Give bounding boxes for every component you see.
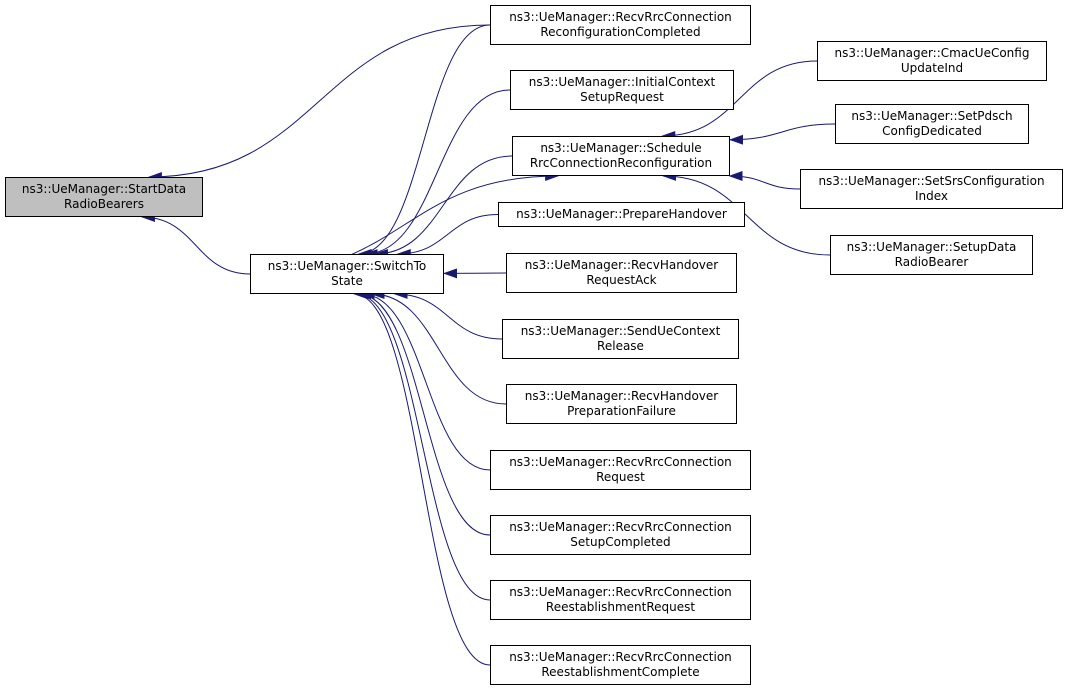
node-label-line: ns3::UeManager::RecvRrcConnection xyxy=(509,650,732,664)
node-label-line: ns3::UeManager::RecvRrcConnection xyxy=(509,10,732,24)
node-label-line: ns3::UeManager::RecvHandover xyxy=(524,389,719,403)
node-label-line: ns3::UeManager::StartData xyxy=(21,182,187,196)
edge-schedule_rrc_connection_reconfiguration-to-switch_to_state xyxy=(373,155,513,259)
node-send-ue-context-release[interactable]: ns3::UeManager::SendUeContext Release xyxy=(502,319,739,359)
edge-recv_rrc_connection_reconfiguration_completed-to-start_data_radio_bearers xyxy=(147,24,491,182)
node-setup-data-radio-bearer[interactable]: ns3::UeManager::SetupData RadioBearer xyxy=(830,235,1033,275)
node-schedule-rrc-connection-reconfiguration[interactable]: ns3::UeManager::Schedule RrcConnectionRe… xyxy=(512,136,730,176)
edge-send_ue_context_release-to-switch_to_state xyxy=(393,289,503,340)
node-label-line: ReestablishmentRequest xyxy=(545,600,696,614)
edge-recv_rrc_connection_reestablishment_request-to-switch_to_state xyxy=(354,289,491,601)
edge-initial_context_setup_request-to-switch_to_state xyxy=(363,89,511,259)
node-label-line: ns3::UeManager::SwitchTo xyxy=(267,259,427,273)
node-recv-rrc-connection-setup-completed[interactable]: ns3::UeManager::RecvRrcConnection SetupC… xyxy=(490,515,751,555)
node-cmac-ue-config-update-ind[interactable]: ns3::UeManager::CmacUeConfig UpdateInd xyxy=(817,41,1047,81)
node-label-line: ReconfigurationCompleted xyxy=(540,25,701,39)
edge-recv_rrc_connection_request-to-switch_to_state xyxy=(360,289,491,471)
node-label-line: SetupRequest xyxy=(580,90,664,104)
node-label-line: ns3::UeManager::SetupData xyxy=(846,240,1017,254)
node-recv-rrc-connection-reconfiguration-completed[interactable]: ns3::UeManager::RecvRrcConnection Reconf… xyxy=(490,5,751,45)
edge-cmac_ue_config_update_ind-to-schedule_rrc_connection_reconfiguration xyxy=(661,60,818,141)
node-label-line: ns3::UeManager::Schedule xyxy=(540,141,702,155)
node-label-line: ns3::UeManager::RecvHandover xyxy=(524,258,719,272)
edge-setup_data_radio_bearer-to-schedule_rrc_connection_reconfiguration xyxy=(662,171,831,256)
node-label-line: ns3::UeManager::InitialContext xyxy=(528,75,716,89)
node-recv-rrc-connection-request[interactable]: ns3::UeManager::RecvRrcConnection Reques… xyxy=(490,450,751,490)
node-label-line: ns3::UeManager::RecvRrcConnection xyxy=(509,520,732,534)
node-set-pdsch-config-dedicated[interactable]: ns3::UeManager::SetPdsch ConfigDedicated xyxy=(835,104,1029,144)
node-label-line: ns3::UeManager::RecvRrcConnection xyxy=(509,455,732,469)
node-recv-rrc-connection-reestablishment-complete[interactable]: ns3::UeManager::RecvRrcConnection Reesta… xyxy=(490,645,751,685)
node-label-line: Index xyxy=(914,189,949,203)
node-prepare-handover[interactable]: ns3::UeManager::PrepareHandover xyxy=(498,202,745,227)
node-label-line: PreparationFailure xyxy=(567,404,676,418)
edge-set_srs_configuration_index-to-schedule_rrc_connection_reconfiguration xyxy=(728,171,801,190)
node-set-srs-configuration-index[interactable]: ns3::UeManager::SetSrsConfiguration Inde… xyxy=(800,169,1063,209)
node-label-line: ns3::UeManager::SendUeContext xyxy=(520,324,721,338)
node-label-line: RrcConnectionReconfiguration xyxy=(529,156,713,170)
edge-prepare_handover-to-switch_to_state xyxy=(396,214,499,259)
node-start-data-radio-bearers[interactable]: ns3::UeManager::StartData RadioBearers xyxy=(5,177,203,217)
node-recv-rrc-connection-reestablishment-request[interactable]: ns3::UeManager::RecvRrcConnection Reesta… xyxy=(490,580,751,620)
node-label-line: ns3::UeManager::PrepareHandover xyxy=(516,207,727,221)
node-label-line: ns3::UeManager::SetPdsch xyxy=(851,109,1013,123)
node-switch-to-state[interactable]: ns3::UeManager::SwitchTo State xyxy=(250,254,444,294)
edge-recv_handover_preparation_failure-to-switch_to_state xyxy=(370,289,507,405)
node-label-line: SetupCompleted xyxy=(570,535,671,549)
node-label-line: ReestablishmentComplete xyxy=(541,665,700,679)
edge-layer xyxy=(140,24,836,666)
node-label-line: RequestAck xyxy=(586,273,657,287)
node-label-line: ns3::UeManager::CmacUeConfig xyxy=(834,46,1030,60)
edge-recv_rrc_connection_reconfiguration_completed-to-switch_to_state xyxy=(357,24,491,259)
node-initial-context-setup-request[interactable]: ns3::UeManager::InitialContext SetupRequ… xyxy=(510,70,734,110)
node-label-line: Release xyxy=(597,339,644,353)
node-label-line: Request xyxy=(596,470,645,484)
node-label-line: RadioBearer xyxy=(894,255,969,269)
node-label-line: UpdateInd xyxy=(900,61,964,75)
node-label-line: ConfigDedicated xyxy=(882,124,982,138)
node-label-line: RadioBearers xyxy=(64,197,144,211)
node-label-line: State xyxy=(331,274,363,288)
edge-recv_rrc_connection_setup_completed-to-switch_to_state xyxy=(356,289,491,536)
node-recv-handover-preparation-failure[interactable]: ns3::UeManager::RecvHandover Preparation… xyxy=(506,384,737,424)
edge-switch_to_state-to-start_data_radio_bearers xyxy=(140,212,251,275)
edge-recv_rrc_connection_reestablishment_complete-to-switch_to_state xyxy=(353,289,491,666)
node-label-line: ns3::UeManager::SetSrsConfiguration xyxy=(818,174,1045,188)
node-recv-handover-request-ack[interactable]: ns3::UeManager::RecvHandover RequestAck xyxy=(506,253,737,293)
node-label-line: ns3::UeManager::RecvRrcConnection xyxy=(509,585,732,599)
edge-set_pdsch_config_dedicated-to-schedule_rrc_connection_reconfiguration xyxy=(729,123,836,145)
